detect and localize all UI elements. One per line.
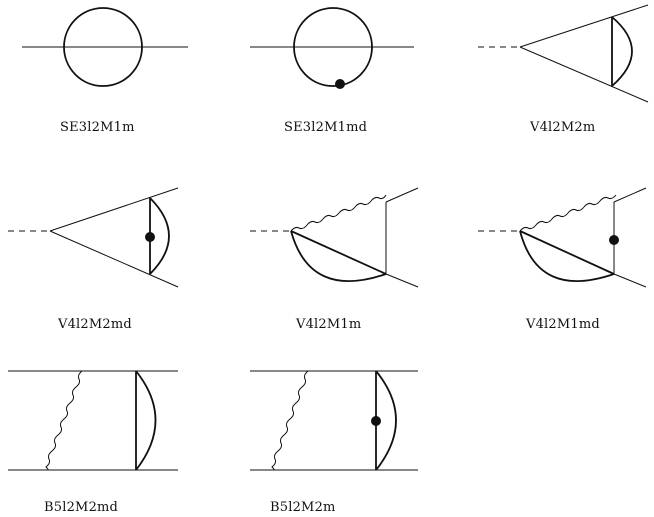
diagram-v4l2m2md [8,187,179,288]
diagram-v4l2m1m [250,187,419,288]
diagram-label-b5l2m2m: B5l2M2m [270,500,336,515]
loop-circle [63,7,143,87]
thick-arc-propagator [611,16,633,87]
loop-circle [293,7,373,87]
photon-wavy-line [290,194,387,232]
mass-insertion-dot [335,79,345,89]
thick-diagonal-propagator [519,230,615,275]
diagram-label-v4l2m1md: V4l2M1md [526,317,600,332]
diagram-label-se3l2m1m: SE3l2M1m [60,120,135,135]
diagram-se3l2m1md [250,7,414,89]
mass-insertion-dot [145,232,155,242]
diagram-b5l2m2m [250,370,418,471]
lower-leg [385,273,419,288]
thick-arc-propagator [149,197,170,275]
diagram-se3l2m1m [22,7,188,87]
lower-leg [49,230,179,288]
lower-leg [519,46,649,103]
thick-diagonal-propagator [290,230,387,275]
diagram-v4l2m2m [478,4,649,103]
photon-wavy-line [271,370,309,471]
upper-leg [613,187,647,203]
diagram-label-v4l2m2md: V4l2M2md [58,317,132,332]
thick-arc-propagator [519,230,615,282]
upper-leg [519,4,649,48]
diagram-label-v4l2m2m: V4l2M2m [530,120,596,135]
thick-arc-propagator [290,230,387,282]
lower-leg [613,273,647,288]
diagram-label-se3l2m1md: SE3l2M1md [284,120,368,135]
mass-insertion-dot [609,235,619,245]
thick-arc-propagator [135,370,157,471]
photon-wavy-line [45,370,83,471]
diagram-label-v4l2m1m: V4l2M1m [296,317,362,332]
photon-wavy-line [519,194,617,232]
diagram-label-b5l2m2md: B5l2M2md [44,500,119,515]
diagram-b5l2m2md [8,370,178,471]
diagram-v4l2m1md [478,187,647,288]
thick-arc-propagator [375,370,397,471]
mass-insertion-dot [371,416,381,426]
upper-leg [49,187,179,232]
upper-leg [385,187,419,203]
